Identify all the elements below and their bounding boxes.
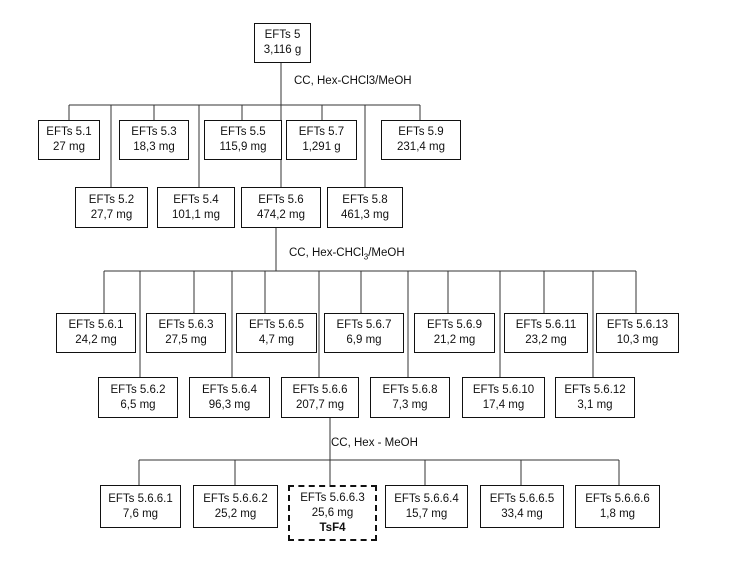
fraction-mass: 4,7 mg (258, 334, 295, 346)
step-label-3: CC, Hex - MeOH (331, 437, 418, 449)
fraction-box: EFTs 5.6.6.4 15,7 mg (385, 485, 468, 528)
fraction-box: EFTs 5.6.6.2 25,2 mg (193, 485, 278, 528)
fraction-box: EFTs 5.6.9 21,2 mg (414, 313, 495, 353)
fraction-name: EFTs 5.7 (298, 126, 345, 138)
fraction-mass: 3,1 mg (577, 398, 613, 411)
fraction-name: EFTs 5 (264, 29, 301, 41)
fraction-name: EFTs 5.1 (46, 126, 92, 138)
fraction-name: EFTs 5.2 (88, 193, 135, 206)
fraction-name: EFTs 5.6 (258, 193, 304, 206)
step-label-1: CC, Hex-CHCl3/MeOH (294, 75, 412, 87)
fraction-box: EFTs 5.6.6.1 7,6 mg (100, 485, 181, 528)
fraction-box: EFTs 5.6.7 6,9 mg (324, 313, 404, 353)
fraction-mass: 21,2 mg (433, 334, 476, 346)
fraction-name: EFTs 5.6.11 (515, 319, 577, 331)
fraction-name: EFTs 5.6.10 (472, 383, 535, 396)
fraction-box: EFTs 5.6.1 24,2 mg (56, 313, 136, 353)
fraction-mass: 207,7 mg (296, 398, 344, 411)
fraction-mass: 3,116 g (263, 44, 302, 56)
fraction-mass: 101,1 mg (172, 208, 220, 221)
fraction-mass: 24,2 mg (75, 334, 117, 346)
fraction-mass: 7,3 mg (392, 398, 428, 411)
fraction-name: EFTs 5.6.6.6 (585, 492, 650, 505)
fraction-mass: 231,4 mg (397, 141, 445, 153)
fraction-box: EFTs 5.6.11 23,2 mg (504, 313, 588, 353)
fraction-name: EFTs 5.6.9 (427, 319, 482, 331)
fraction-box: EFTs 5.1 27 mg (38, 120, 100, 160)
fraction-box: EFTs 5.6.2 6,5 mg (98, 377, 178, 418)
fraction-box: EFTs 5.6.6.6 1,8 mg (575, 485, 660, 528)
fraction-box-highlighted: EFTs 5.6.6.3 25,6 mg TsF4 (288, 485, 377, 541)
fraction-name: EFTs 5.6.3 (158, 319, 214, 331)
fraction-name: EFTs 5.6.6 (292, 383, 348, 396)
fraction-box: EFTs 5.6.3 27,5 mg (146, 313, 226, 353)
fraction-name: EFTs 5.6.13 (606, 319, 669, 331)
fraction-box: EFTs 5.7 1,291 g (286, 120, 357, 160)
fraction-name: EFTs 5.6.6.3 (300, 491, 365, 504)
fraction-box: EFTs 5.4 101,1 mg (157, 187, 235, 228)
fraction-box: EFTs 5.6.10 17,4 mg (462, 377, 545, 418)
fraction-mass: 7,6 mg (122, 507, 159, 520)
fraction-name: EFTs 5.6.4 (202, 383, 257, 396)
fraction-mass: 33,4 mg (501, 507, 543, 520)
fraction-box: EFTs 5.3 18,3 mg (119, 120, 189, 160)
fraction-mass: 10,3 mg (616, 334, 659, 346)
fraction-name: EFTs 5.6.1 (68, 319, 124, 331)
fraction-box: EFTs 5.6.8 7,3 mg (370, 377, 450, 418)
fraction-mass: 25,2 mg (214, 507, 257, 520)
fraction-mass: 115,9 mg (219, 141, 267, 153)
fraction-name: EFTs 5.6.6.2 (203, 492, 268, 505)
fraction-name: EFTs 5.6.8 (382, 383, 438, 396)
fraction-mass: 6,9 mg (346, 334, 382, 346)
fraction-name: EFTs 5.8 (342, 193, 388, 206)
compound-tag: TsF4 (319, 521, 346, 534)
fraction-mass: 1,8 mg (599, 507, 636, 520)
fraction-box: EFTs 5.6.13 10,3 mg (596, 313, 679, 353)
fraction-name: EFTs 5.6.6.5 (489, 492, 555, 505)
step-label-2-sub: 3 (363, 252, 369, 262)
fraction-mass: 474,2 mg (257, 208, 305, 221)
fraction-mass: 23,2 mg (525, 334, 567, 346)
fraction-name: EFTs 5.3 (131, 126, 177, 138)
fraction-box: EFTs 5.6.6.5 33,4 mg (480, 485, 564, 528)
fraction-mass: 6,5 mg (120, 398, 156, 411)
fraction-mass: 15,7 mg (405, 507, 448, 520)
fraction-name: EFTs 5.6.7 (336, 319, 392, 331)
fraction-mass: 27,5 mg (165, 334, 207, 346)
step-label-2-pre: CC, Hex-CHCl (289, 247, 364, 259)
fraction-box: EFTs 5.5 115,9 mg (204, 120, 282, 160)
step-label-2: CC, Hex-CHCl3/MeOH (289, 247, 405, 261)
fraction-name: EFTs 5.4 (173, 193, 219, 206)
fraction-box: EFTs 5.9 231,4 mg (381, 120, 461, 160)
fraction-box: EFTs 5.6.5 4,7 mg (236, 313, 317, 353)
fraction-box: EFTs 5.6.6 207,7 mg (281, 377, 359, 418)
fraction-name: EFTs 5.6.2 (110, 383, 166, 396)
fraction-name: EFTs 5.5 (220, 126, 266, 138)
fraction-box: EFTs 5.2 27,7 mg (75, 187, 148, 228)
fraction-box: EFTs 5.6.4 96,3 mg (189, 377, 270, 418)
fraction-mass: 18,3 mg (133, 141, 175, 153)
fraction-mass: 1,291 g (302, 141, 341, 153)
fraction-mass: 17,4 mg (482, 398, 525, 411)
fraction-mass: 27 mg (53, 141, 85, 153)
fraction-mass: 27,7 mg (90, 208, 133, 221)
fraction-mass: 96,3 mg (208, 398, 251, 411)
fraction-mass: 25,6 mg (311, 506, 354, 519)
fraction-name: EFTs 5.6.6.1 (108, 492, 173, 505)
step-label-2-post: /MeOH (368, 247, 405, 259)
fraction-name: EFTs 5.9 (398, 126, 444, 138)
fraction-name: EFTs 5.6.6.4 (394, 492, 459, 505)
fraction-name: EFTs 5.6.5 (249, 319, 304, 331)
fraction-box: EFTs 5.6.12 3,1 mg (555, 377, 635, 418)
fraction-name: EFTs 5.6.12 (564, 383, 626, 396)
fraction-box: EFTs 5.8 461,3 mg (327, 187, 403, 228)
fraction-box-root: EFTs 5 3,116 g (254, 23, 311, 63)
fraction-box: EFTs 5.6 474,2 mg (241, 187, 321, 228)
fraction-mass: 461,3 mg (341, 208, 389, 221)
